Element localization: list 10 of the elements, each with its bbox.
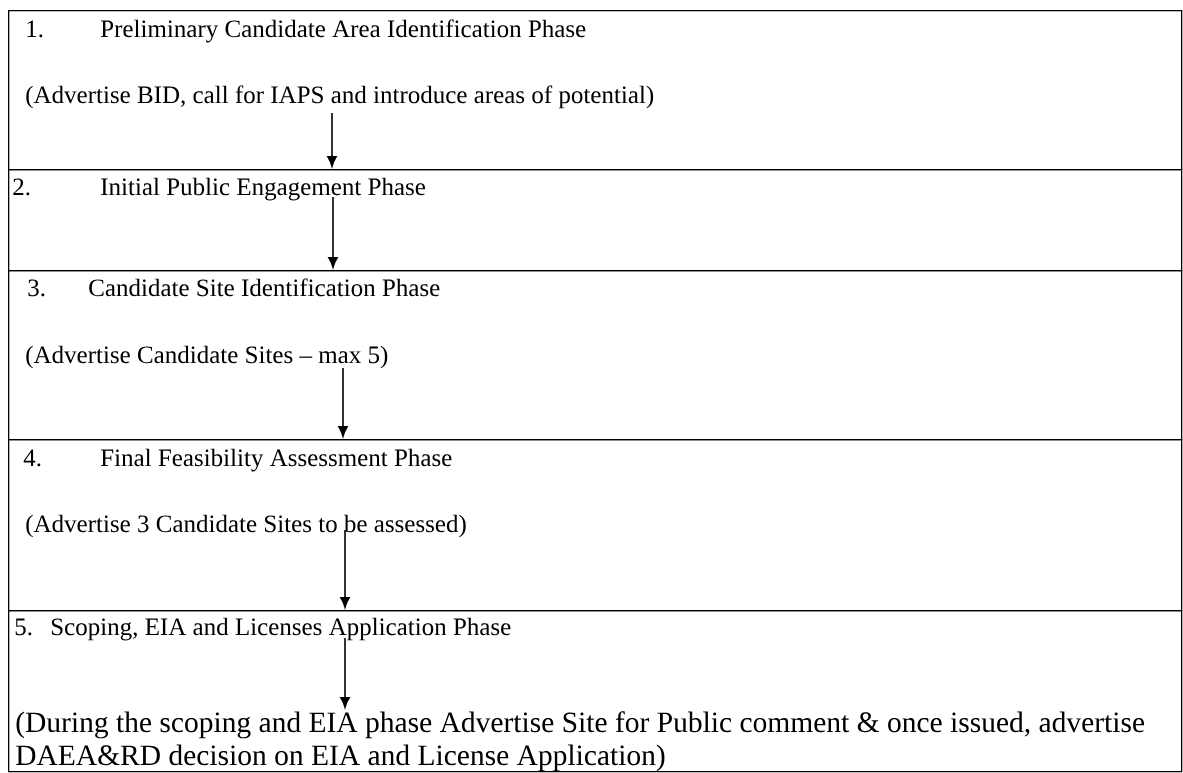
phase-band: 4. Final Feasibility Assessment Phase (Advertise 3 Candidate Sites to be assessed) [8, 439, 1183, 612]
phase-band: 2. Initial Public Engagement Phase [8, 169, 1183, 272]
arrow [327, 112, 337, 167]
phase-band: 1. Preliminary Candidate Area Identification Phase (Advertise BID, call for IAPS and introduce areas of potential) [8, 10, 1183, 171]
description-text: (During the scoping and EIA phase Advertise Site for Public comment & once issued, advertise DAEA&RD decision on EIA and License Application) [16, 711, 1144, 772]
phase-band: 3. Candidate Site Identification Phase (Advertise Candidate Sites – max 5) [8, 270, 1183, 441]
arrow [340, 637, 350, 708]
arrow [338, 367, 348, 437]
arrow [328, 196, 338, 268]
arrow [340, 529, 350, 608]
